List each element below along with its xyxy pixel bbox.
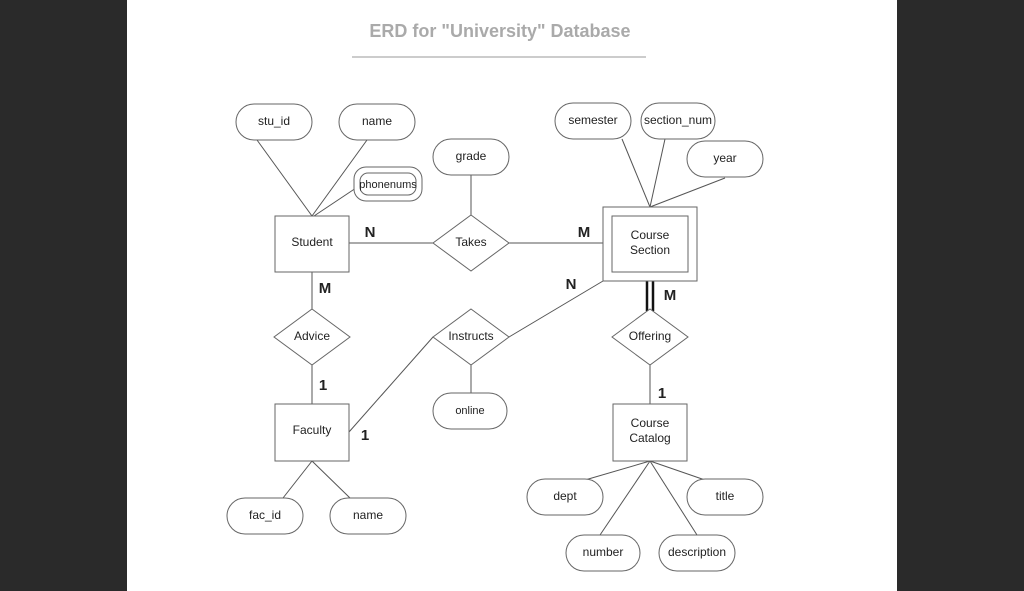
document-page	[127, 0, 897, 591]
cardinality-label: N	[566, 276, 577, 293]
svg-text:semester: semester	[568, 113, 617, 127]
svg-text:Takes: Takes	[455, 235, 486, 249]
svg-text:dept: dept	[553, 489, 577, 503]
attribute-fac-id: fac_id	[226, 497, 304, 535]
svg-text:Offering: Offering	[629, 329, 671, 343]
svg-text:fac_id: fac_id	[249, 508, 281, 522]
svg-text:number: number	[583, 545, 624, 559]
cardinality-label: M	[664, 287, 677, 304]
svg-text:stu_id: stu_id	[258, 114, 290, 128]
svg-text:description: description	[668, 545, 726, 559]
svg-text:year: year	[713, 151, 736, 165]
attribute-stu-id: stu_id	[235, 103, 313, 141]
relationship-instructs: Instructs	[432, 308, 510, 366]
attribute-year: year	[686, 140, 764, 178]
svg-text:name: name	[353, 508, 383, 522]
attribute-grade: grade	[432, 138, 510, 176]
svg-text:Catalog: Catalog	[629, 431, 670, 445]
cardinality-label: 1	[319, 377, 327, 394]
svg-text:Section: Section	[630, 243, 670, 257]
attribute-phonenums: phonenums	[353, 166, 423, 202]
svg-text:title: title	[716, 489, 735, 503]
svg-text:Instructs: Instructs	[448, 329, 493, 343]
connectors	[256, 138, 726, 536]
svg-text:name: name	[362, 114, 392, 128]
entity-faculty: Faculty	[274, 403, 350, 462]
entity-student: Student	[274, 215, 350, 273]
attribute-faculty-name: name	[329, 497, 407, 535]
svg-text:phonenums: phonenums	[359, 179, 417, 191]
cardinality-label: M	[578, 224, 591, 241]
svg-text:Course: Course	[631, 416, 670, 430]
svg-text:Advice: Advice	[294, 329, 330, 343]
attribute-description: description	[658, 534, 736, 572]
diagram-title: ERD for "University" Database	[369, 21, 630, 41]
cardinality-label: N	[365, 224, 376, 241]
relationship-takes: Takes	[432, 214, 510, 272]
attribute-title: title	[686, 478, 764, 516]
svg-text:Faculty: Faculty	[293, 423, 332, 437]
attribute-section-num: section_num	[640, 102, 716, 140]
cardinality-label: 1	[658, 385, 666, 402]
attribute-semester: semester	[554, 102, 632, 140]
svg-text:Course: Course	[631, 228, 670, 242]
svg-text:Student: Student	[291, 235, 333, 249]
relationship-offering: Offering	[611, 308, 689, 366]
attribute-online: online	[432, 392, 508, 430]
cardinality-label: M	[319, 280, 332, 297]
attribute-dept: dept	[526, 478, 604, 516]
cardinality-label: 1	[361, 427, 369, 444]
svg-text:grade: grade	[456, 149, 487, 163]
svg-text:online: online	[455, 405, 484, 417]
attribute-number: number	[565, 534, 641, 572]
attribute-student-name: name	[338, 103, 416, 141]
svg-text:section_num: section_num	[644, 113, 712, 127]
relationship-advice: Advice	[273, 308, 351, 366]
